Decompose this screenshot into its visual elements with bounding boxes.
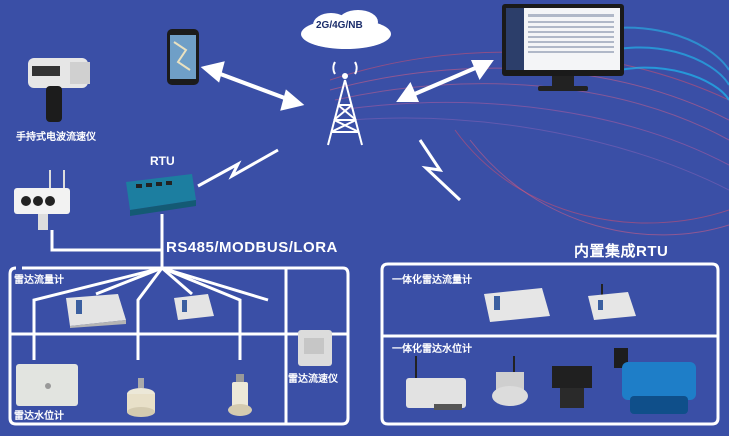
monitor-icon <box>502 4 624 91</box>
camera-icon <box>14 170 70 230</box>
radar-flowmeter-device-2 <box>174 294 214 320</box>
builtin-rtu-label: 内置集成RTU <box>574 243 669 260</box>
integrated-flowmeter-label: 一体化雷达流量计 <box>392 275 472 286</box>
network-label: 2G/4G/NB <box>316 20 363 31</box>
smartphone-icon <box>167 29 199 85</box>
radar-water-level-device-1 <box>16 364 78 406</box>
cell-tower-icon <box>327 61 363 146</box>
rtu-device-icon <box>126 174 196 216</box>
cloud-icon <box>301 10 391 49</box>
radar-velocity-device <box>298 330 332 366</box>
handheld-label: 手持式电波流速仪 <box>16 132 96 143</box>
integrated-water-level-device-4 <box>614 348 696 414</box>
radar-water-level-device-3 <box>228 374 252 416</box>
integrated-water-level-device-3 <box>552 366 592 408</box>
integrated-water-level-device-1 <box>406 356 466 410</box>
handheld-radar-gun-icon <box>28 58 90 122</box>
integrated-water-level-label: 一体化雷达水位计 <box>392 344 472 355</box>
integrated-flowmeter-device-2 <box>588 284 636 320</box>
rtu-label: RTU <box>150 154 175 168</box>
radar-flowmeter-label: 雷达流量计 <box>14 275 64 286</box>
radar-water-level-label: 雷达水位计 <box>14 411 64 422</box>
integrated-flowmeter-device-1 <box>484 288 550 322</box>
protocol-label: RS485/MODBUS/LORA <box>166 239 338 256</box>
radar-velocity-label: 雷达流速仪 <box>288 374 338 385</box>
radar-flowmeter-device-1 <box>66 294 126 328</box>
integrated-water-level-device-2 <box>492 356 528 406</box>
radar-water-level-device-2 <box>127 378 155 417</box>
